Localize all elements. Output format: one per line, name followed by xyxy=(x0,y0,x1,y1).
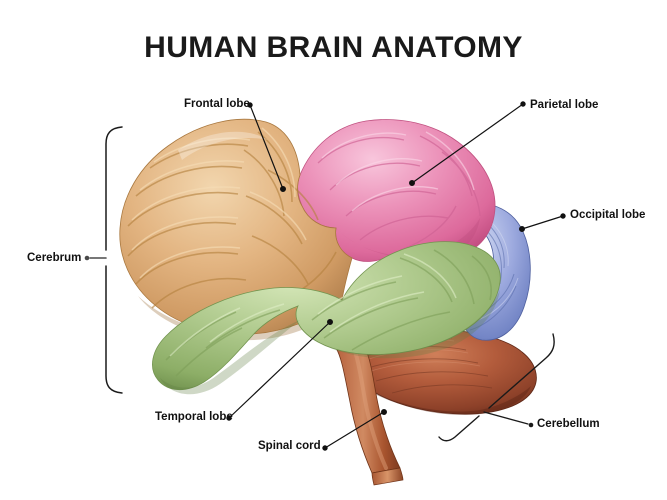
leader-spinal-cord xyxy=(322,409,388,451)
region-temporal-lobe xyxy=(152,241,501,395)
leader-occipital-lobe xyxy=(518,213,566,233)
leader-frontal-lobe xyxy=(247,102,287,193)
label-temporal-lobe: Temporal lobe xyxy=(155,411,233,423)
label-cerebrum: Cerebrum xyxy=(27,252,82,264)
label-parietal-lobe: Parietal lobe xyxy=(530,99,599,111)
page-title: HUMAN BRAIN ANATOMY xyxy=(144,31,523,64)
bracket-cerebellum xyxy=(438,333,555,442)
leader-parietal-lobe xyxy=(409,101,526,187)
leader-temporal-lobe xyxy=(226,319,334,421)
region-spinal-cord xyxy=(317,329,404,486)
bracket-cerebrum xyxy=(84,126,123,394)
label-occipital-lobe: Occipital lobe xyxy=(570,209,646,221)
leader-lines xyxy=(226,101,566,451)
label-spinal-cord: Spinal cord xyxy=(258,440,321,452)
label-frontal-lobe: Frontal lobe xyxy=(184,98,250,110)
label-cerebellum: Cerebellum xyxy=(537,418,600,430)
